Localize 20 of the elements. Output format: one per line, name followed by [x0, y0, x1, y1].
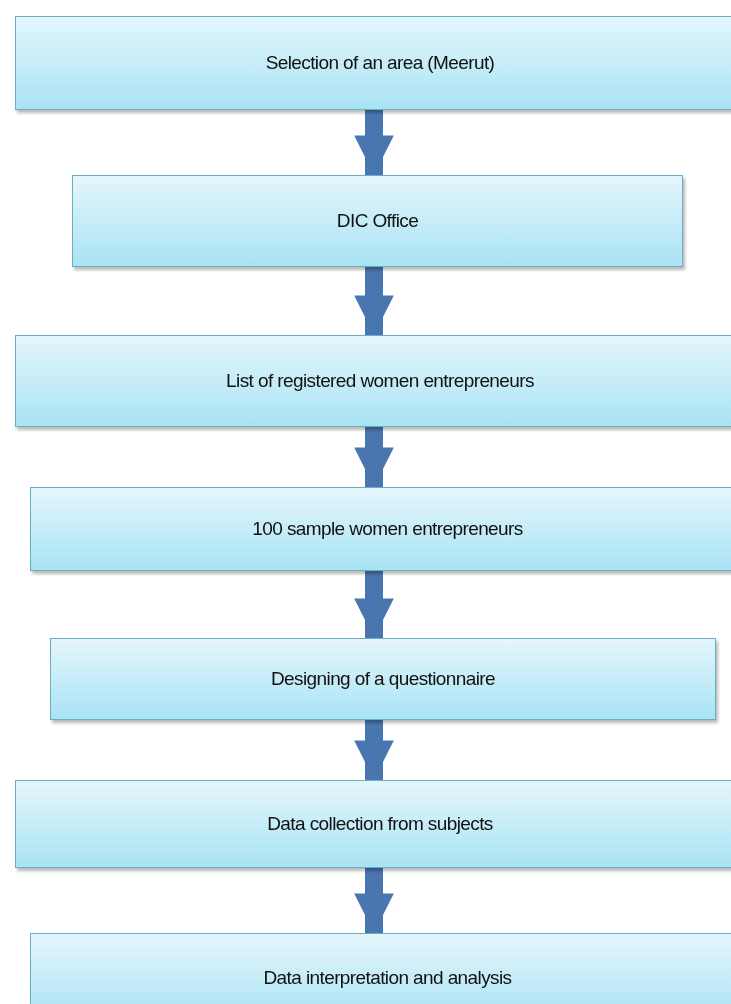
process-box [15, 16, 731, 110]
process-box [50, 638, 716, 720]
process-box [15, 335, 731, 427]
arrow [354, 868, 394, 933]
arrow [354, 427, 394, 487]
process-box [30, 487, 731, 571]
process-box [72, 175, 683, 267]
step-label: DIC Office [336, 210, 419, 232]
step-label: Designing of a questionnaire [271, 668, 495, 690]
arrow [354, 267, 394, 335]
arrow [354, 110, 394, 175]
process-box [30, 933, 731, 1004]
step-label: List of registered women entrepreneurs [226, 370, 534, 392]
arrow [354, 571, 394, 638]
step-label: 100 sample women entrepreneurs [252, 518, 523, 540]
step-label: Selection of an area (Meerut) [265, 52, 495, 74]
process-box [15, 780, 731, 868]
step-label: Data collection from subjects [267, 813, 493, 835]
arrow [354, 720, 394, 780]
step-label: Data interpretation and analysis [263, 967, 512, 989]
